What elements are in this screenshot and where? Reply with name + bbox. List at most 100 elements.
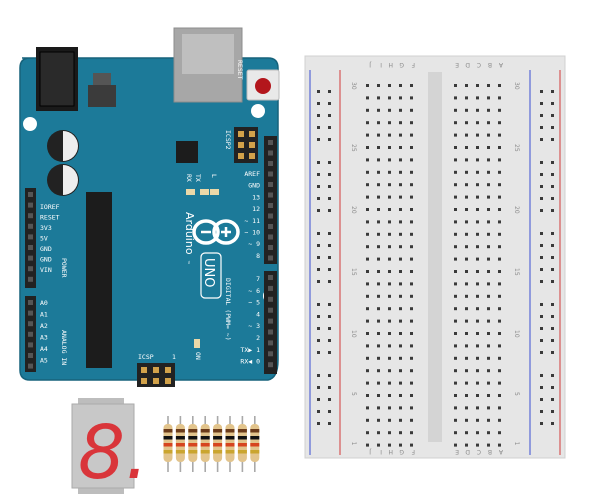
breadboard-hole[interactable]: [388, 96, 391, 100]
breadboard-hole[interactable]: [388, 406, 391, 410]
breadboard-hole[interactable]: [498, 208, 501, 211]
breadboard-hole[interactable]: [399, 344, 402, 348]
header-pin-hole[interactable]: [28, 234, 33, 240]
breadboard-hole[interactable]: [476, 183, 479, 187]
breadboard-hole[interactable]: [454, 369, 457, 373]
breadboard-hole[interactable]: [465, 257, 468, 261]
breadboard-hole[interactable]: [366, 431, 369, 435]
breadboard-hole[interactable]: [487, 344, 490, 348]
icsp2-pin[interactable]: [249, 142, 255, 148]
breadboard-hole[interactable]: [388, 356, 391, 360]
breadboard-hole[interactable]: [551, 256, 554, 259]
breadboard-hole[interactable]: [366, 96, 369, 100]
breadboard-hole[interactable]: [498, 431, 501, 435]
breadboard-hole[interactable]: [476, 344, 479, 348]
resistor[interactable]: [188, 416, 198, 472]
breadboard-hole[interactable]: [410, 232, 413, 236]
breadboard-hole[interactable]: [454, 146, 457, 149]
breadboard-hole[interactable]: [399, 282, 402, 286]
breadboard-hole[interactable]: [366, 344, 369, 348]
breadboard-hole[interactable]: [399, 443, 402, 447]
breadboard-hole[interactable]: [487, 270, 490, 273]
breadboard-hole[interactable]: [454, 257, 457, 261]
breadboard-hole[interactable]: [399, 406, 402, 410]
breadboard-hole[interactable]: [476, 84, 479, 87]
breadboard-hole[interactable]: [377, 344, 380, 348]
breadboard-hole[interactable]: [454, 431, 457, 435]
breadboard-hole[interactable]: [388, 232, 391, 236]
breadboard-hole[interactable]: [476, 443, 479, 447]
breadboard-hole[interactable]: [317, 327, 320, 330]
breadboard-hole[interactable]: [377, 170, 380, 174]
header-pin-hole[interactable]: [268, 161, 273, 166]
icsp2-pin[interactable]: [249, 153, 255, 159]
breadboard-hole[interactable]: [540, 351, 543, 354]
breadboard-hole[interactable]: [410, 245, 413, 249]
breadboard-hole[interactable]: [454, 158, 457, 162]
breadboard-hole[interactable]: [388, 294, 391, 298]
breadboard-hole[interactable]: [498, 108, 501, 112]
icsp-pin[interactable]: [153, 367, 159, 373]
breadboard-hole[interactable]: [551, 410, 554, 413]
breadboard-hole[interactable]: [388, 133, 391, 137]
breadboard-hole[interactable]: [476, 307, 479, 311]
breadboard-hole[interactable]: [317, 268, 320, 271]
breadboard-hole[interactable]: [317, 386, 320, 389]
breadboard-hole[interactable]: [388, 220, 391, 224]
breadboard-hole[interactable]: [388, 121, 391, 125]
breadboard-hole[interactable]: [551, 161, 554, 164]
breadboard-hole[interactable]: [487, 220, 490, 224]
breadboard-hole[interactable]: [487, 96, 490, 100]
breadboard-hole[interactable]: [498, 344, 501, 348]
header-pin-hole[interactable]: [268, 192, 273, 198]
breadboard-hole[interactable]: [454, 282, 457, 286]
breadboard-hole[interactable]: [476, 418, 479, 422]
breadboard-hole[interactable]: [454, 195, 457, 199]
breadboard-hole[interactable]: [410, 270, 413, 273]
breadboard-hole[interactable]: [317, 374, 320, 377]
breadboard-hole[interactable]: [399, 332, 402, 335]
breadboard-hole[interactable]: [476, 369, 479, 373]
breadboard-hole[interactable]: [317, 244, 320, 247]
breadboard-hole[interactable]: [366, 257, 369, 261]
breadboard-hole[interactable]: [454, 121, 457, 125]
breadboard-hole[interactable]: [410, 307, 413, 311]
header-pin-hole[interactable]: [28, 342, 33, 348]
breadboard-hole[interactable]: [476, 431, 479, 435]
breadboard-hole[interactable]: [465, 220, 468, 224]
breadboard-hole[interactable]: [399, 170, 402, 174]
breadboard-hole[interactable]: [388, 282, 391, 286]
breadboard-hole[interactable]: [328, 126, 331, 129]
breadboard-hole[interactable]: [487, 108, 490, 112]
breadboard-hole[interactable]: [476, 108, 479, 112]
breadboard-hole[interactable]: [476, 332, 479, 335]
breadboard-hole[interactable]: [328, 232, 331, 235]
header-pin-hole[interactable]: [28, 223, 33, 229]
breadboard-hole[interactable]: [366, 381, 369, 385]
resistor-array[interactable]: [163, 416, 260, 472]
icsp2-pin[interactable]: [238, 153, 244, 159]
breadboard-hole[interactable]: [454, 319, 457, 323]
breadboard-hole[interactable]: [454, 307, 457, 311]
breadboard-hole[interactable]: [476, 195, 479, 199]
breadboard-hole[interactable]: [498, 294, 501, 298]
breadboard-hole[interactable]: [377, 108, 380, 112]
breadboard-hole[interactable]: [410, 183, 413, 187]
breadboard-hole[interactable]: [366, 319, 369, 323]
breadboard-hole[interactable]: [317, 138, 320, 141]
breadboard-hole[interactable]: [487, 146, 490, 149]
breadboard-hole[interactable]: [317, 256, 320, 259]
breadboard-hole[interactable]: [328, 173, 331, 176]
breadboard-hole[interactable]: [551, 339, 554, 342]
breadboard-hole[interactable]: [366, 195, 369, 199]
breadboard-hole[interactable]: [388, 381, 391, 385]
breadboard-hole[interactable]: [465, 332, 468, 335]
breadboard-hole[interactable]: [476, 220, 479, 224]
header-pin-hole[interactable]: [28, 300, 33, 305]
breadboard-hole[interactable]: [465, 356, 468, 360]
breadboard-hole[interactable]: [399, 84, 402, 87]
header-pin-hole[interactable]: [268, 171, 273, 177]
icsp-pin[interactable]: [141, 378, 147, 384]
breadboard-hole[interactable]: [377, 158, 380, 162]
breadboard-hole[interactable]: [551, 232, 554, 235]
